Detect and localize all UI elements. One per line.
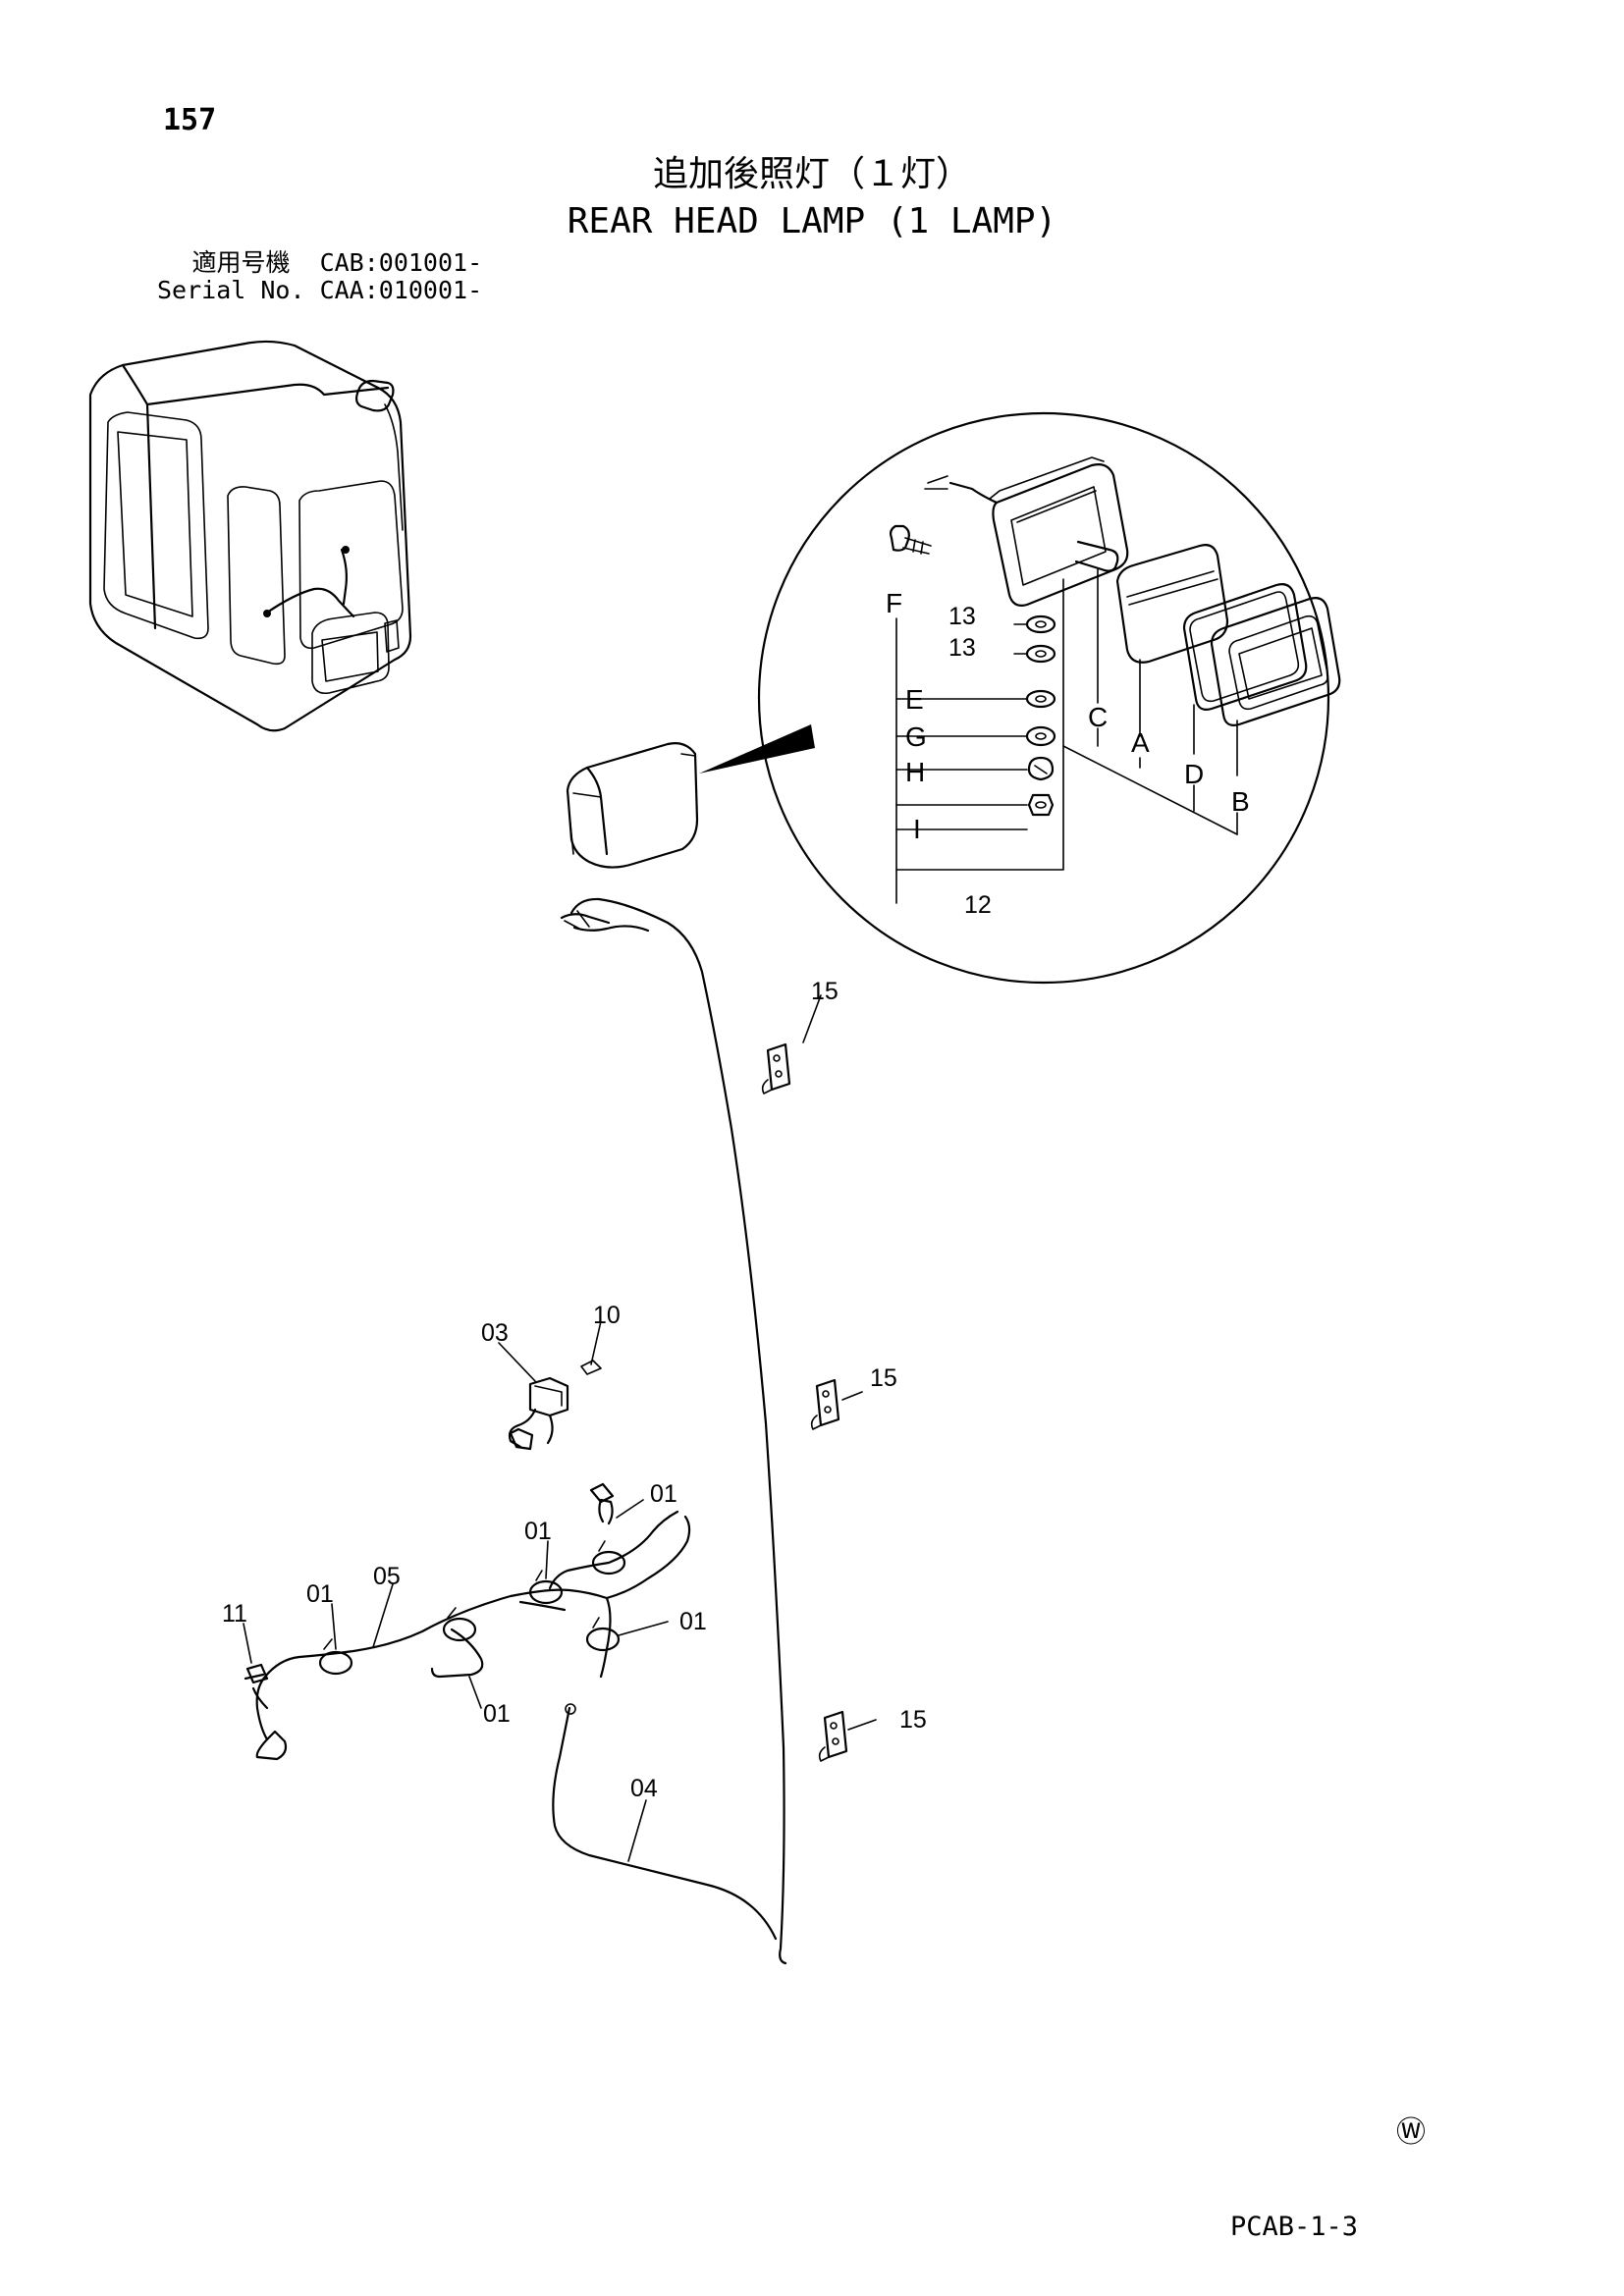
label-13-a: 13: [948, 603, 976, 630]
switch-assembly: [508, 1360, 602, 1451]
long-harness: [552, 897, 787, 1965]
label-15-b: 15: [870, 1364, 897, 1392]
label-01-e: 01: [306, 1580, 334, 1608]
serial-row-cab: 適用号機 CAB:001001-: [157, 249, 482, 277]
serial-applicability: 適用号機 CAB:001001- Serial No. CAA:010001-: [157, 249, 482, 304]
label-01-c: 01: [679, 1608, 707, 1635]
page-number: 157: [163, 103, 217, 137]
label-12: 12: [964, 891, 992, 919]
clip-15-c: [818, 1710, 848, 1762]
label-01-b: 01: [524, 1518, 552, 1545]
label-c: C: [1088, 702, 1108, 732]
serial-value: CAB:001001-: [319, 248, 483, 277]
label-13-b: 13: [948, 634, 976, 662]
serial-label: Serial No.: [157, 276, 305, 304]
label-15-c: 15: [899, 1706, 927, 1734]
label-e: E: [905, 684, 924, 715]
label-01-a: 01: [650, 1480, 677, 1508]
label-a: A: [1131, 727, 1150, 758]
maker-mark: Ⓦ: [1396, 2115, 1426, 2150]
title-english: REAR HEAD LAMP (1 LAMP): [567, 201, 1057, 241]
label-i: I: [913, 814, 921, 844]
label-d: D: [1184, 759, 1204, 789]
page-code: PCAB-1-3: [1230, 2212, 1359, 2242]
cab-harness: [244, 1482, 691, 1761]
label-h: H: [905, 757, 925, 787]
clip-15-a: [761, 1042, 791, 1095]
label-10: 10: [593, 1302, 621, 1329]
label-15-a: 15: [811, 978, 839, 1005]
rear-head-lamp-body: [566, 742, 699, 869]
label-11: 11: [222, 1600, 247, 1628]
label-g: G: [905, 721, 927, 752]
serial-row-caa: Serial No. CAA:010001-: [157, 277, 482, 304]
label-f: F: [886, 588, 902, 618]
serial-value: CAA:010001-: [319, 276, 483, 304]
label-01-d: 01: [483, 1700, 511, 1728]
cab-overview: [88, 340, 412, 732]
label-05: 05: [373, 1563, 401, 1590]
title-japanese: 追加後照灯（１灯）: [652, 154, 971, 194]
detail-circle: [757, 411, 1341, 985]
serial-label: 適用号機: [191, 248, 291, 277]
label-03: 03: [481, 1319, 509, 1347]
label-04: 04: [630, 1775, 658, 1802]
clip-15-b: [810, 1378, 840, 1430]
label-b: B: [1231, 786, 1250, 817]
